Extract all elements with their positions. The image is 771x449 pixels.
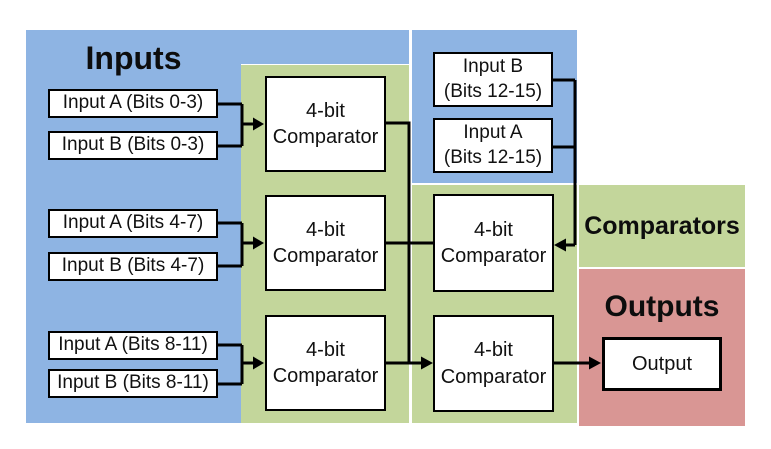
- box-comparator-bits-12-15: 4-bit Comparator: [433, 194, 554, 292]
- outputs-heading: Outputs: [604, 290, 720, 323]
- comparators-heading: Comparators: [584, 212, 740, 240]
- arrowhead-output: [589, 356, 601, 370]
- box-comparator-bits-0-3: 4-bit Comparator: [265, 76, 386, 172]
- box-input-a-bits-12-15: Input A (Bits 12-15): [433, 118, 553, 173]
- box-input-a-bits-8-11: Input A (Bits 8-11): [48, 331, 218, 360]
- arrowhead-comparator-12-15-input: [554, 238, 566, 252]
- wire-inputs-12-15: [552, 78, 577, 247]
- inputs-heading: Inputs: [85, 40, 182, 76]
- arrowhead-final-comparator-input: [421, 356, 433, 370]
- box-comparator-bits-8-11: 4-bit Comparator: [265, 315, 386, 411]
- box-input-b-bits-4-7: Input B (Bits 4-7): [48, 252, 218, 281]
- box-input-b-bits-0-3: Input B (Bits 0-3): [48, 131, 218, 160]
- box-input-b-bits-12-15: Input B (Bits 12-15): [433, 52, 553, 107]
- wire-inputs-8-11: [218, 343, 253, 386]
- arrowhead-inputs-0-3: [253, 117, 264, 131]
- wire-inputs-0-3: [218, 102, 253, 148]
- box-comparator-bits-4-7: 4-bit Comparator: [265, 195, 386, 291]
- box-input-a-bits-4-7: Input A (Bits 4-7): [48, 209, 218, 238]
- box-output: Output: [602, 337, 722, 391]
- box-input-a-bits-0-3: Input A (Bits 0-3): [48, 89, 218, 118]
- box-input-b-bits-8-11: Input B (Bits 8-11): [48, 369, 218, 398]
- wire-comparator-0-3-output: [385, 121, 411, 363]
- arrowhead-inputs-8-11: [253, 356, 264, 370]
- wire-inputs-4-7: [218, 221, 253, 268]
- arrowhead-inputs-4-7: [253, 236, 264, 250]
- region-inputs-top-band: [241, 30, 409, 64]
- box-comparator-final: 4-bit Comparator: [433, 315, 554, 412]
- region-comparators-right: [579, 185, 745, 267]
